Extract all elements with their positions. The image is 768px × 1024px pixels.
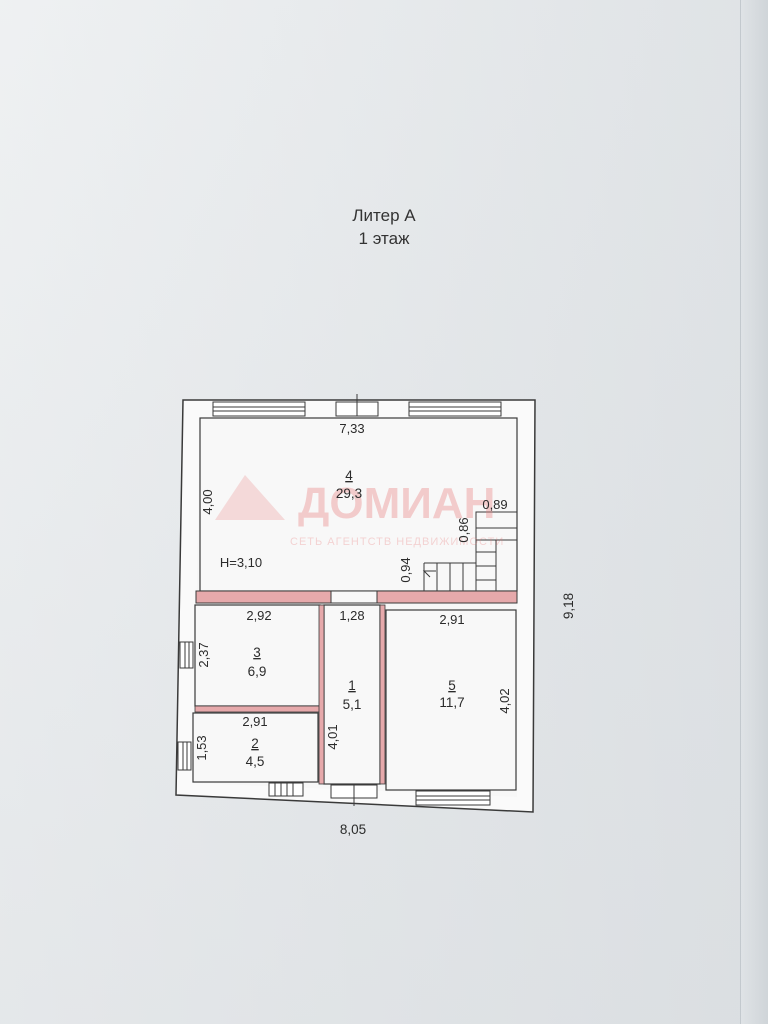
- dim-stair-landing: 0,94: [398, 557, 413, 582]
- room-1-number: 1: [348, 678, 356, 693]
- room-2-outline: [192, 712, 319, 783]
- dim-stair-width: 0,89: [482, 497, 507, 512]
- dim-room2-width: 2,91: [242, 714, 267, 729]
- room-4-outline: [199, 417, 518, 592]
- floorplan-title: Литер А: [352, 206, 416, 225]
- room-4-number: 4: [345, 468, 353, 483]
- dim-top-width: 7,33: [339, 421, 364, 436]
- dim-room3-width: 2,92: [246, 608, 271, 623]
- window-left-room2: [177, 741, 192, 771]
- room-2-area: 4,5: [246, 754, 265, 769]
- page-edge: [740, 0, 768, 1024]
- dim-room3-height: 2,37: [196, 642, 211, 667]
- corridor-wall-accent-right: [379, 604, 386, 785]
- floorplan-subtitle: 1 этаж: [358, 229, 410, 248]
- door-opening-room1: [330, 590, 378, 604]
- window-left-room3: [179, 641, 194, 669]
- room-2-number: 2: [251, 736, 259, 751]
- staircase: [422, 511, 518, 592]
- dim-overall-height: 9,18: [561, 593, 576, 619]
- door-bottom: [330, 784, 378, 806]
- dim-overall-width: 8,05: [340, 822, 366, 837]
- room-1-area: 5,1: [343, 697, 362, 712]
- ceiling-height-label: H=3,10: [220, 555, 262, 570]
- room-3-area: 6,9: [248, 664, 267, 679]
- room-5-number: 5: [448, 678, 456, 693]
- watermark-brand: ДОМИАН: [298, 479, 495, 528]
- dim-room5-width: 2,91: [439, 612, 464, 627]
- dim-stair-depth: 0,86: [456, 517, 471, 542]
- window-bottom-right: [415, 790, 491, 806]
- vent-bottom: [268, 782, 304, 797]
- dim-room2-height: 1,53: [194, 735, 209, 760]
- dim-room1-height: 4,01: [325, 724, 340, 749]
- room-4-area: 29,3: [336, 486, 362, 501]
- door-top: [335, 394, 379, 417]
- dim-room5-height: 4,02: [497, 688, 512, 713]
- room-3-number: 3: [253, 645, 261, 660]
- room-5-outline: [385, 609, 517, 791]
- watermark-tagline: СЕТЬ АГЕНТСТВ НЕДВИЖИМОСТИ: [290, 536, 504, 548]
- window-top-right: [408, 401, 502, 417]
- room-1-outline: [323, 604, 381, 785]
- watermark-logo: ДОМИАН СЕТЬ АГЕНТСТВ НЕДВИЖИМОСТИ: [215, 475, 504, 548]
- dim-room1-width: 1,28: [339, 608, 364, 623]
- window-top-left: [212, 401, 306, 417]
- room-3-outline: [194, 604, 321, 707]
- room-3-partition: [194, 705, 322, 713]
- room-5-area: 11,7: [439, 695, 464, 710]
- corridor-wall-accent: [318, 604, 325, 785]
- dim-room4-height: 4,00: [200, 489, 215, 514]
